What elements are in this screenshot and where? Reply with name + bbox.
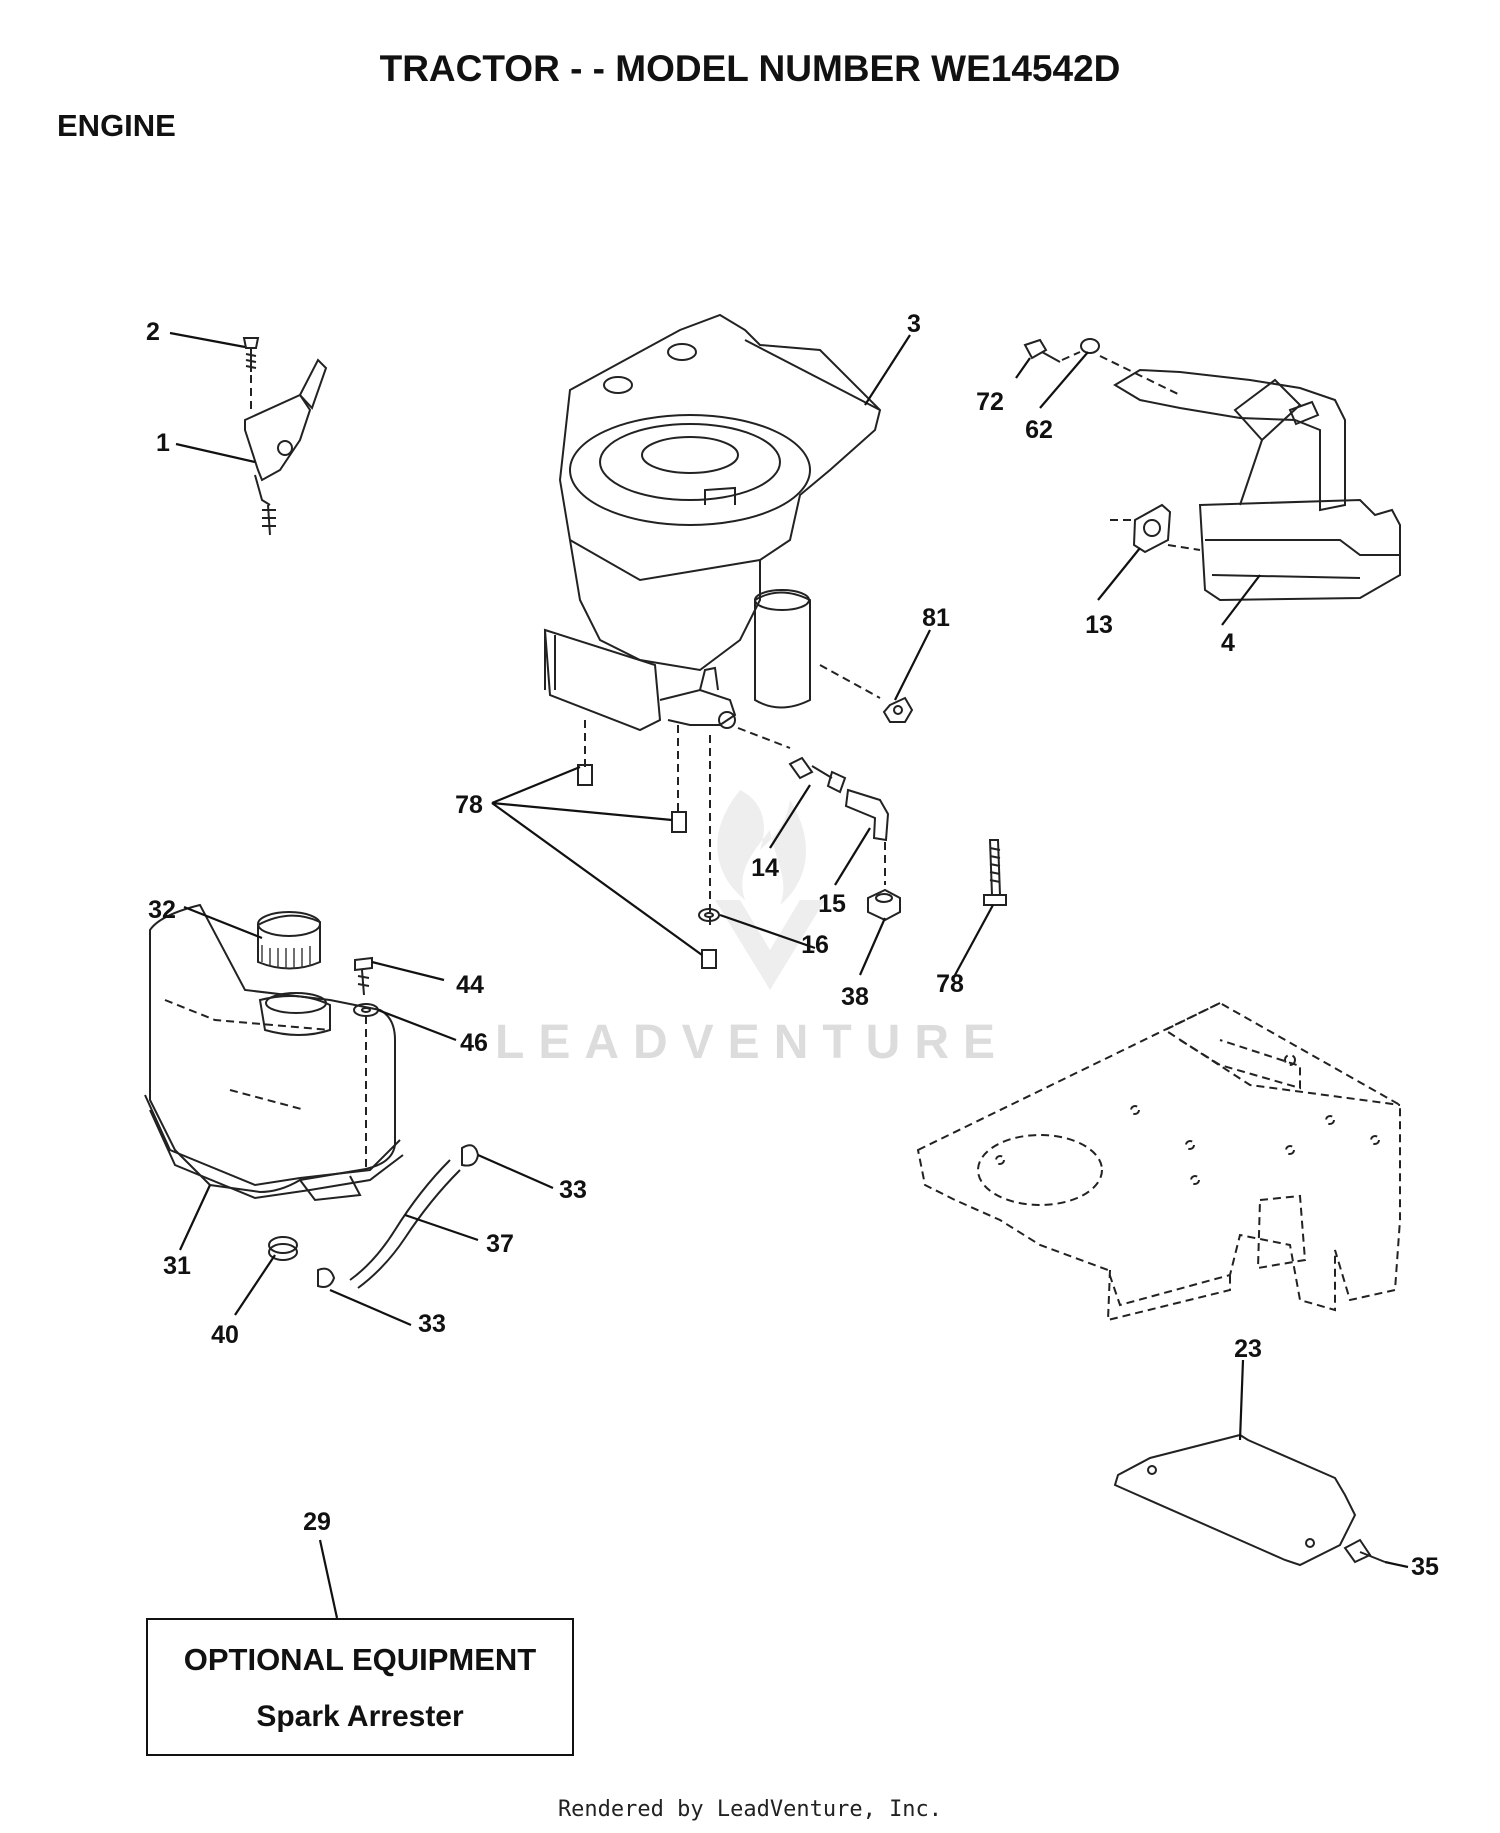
elbow-15-part (844, 788, 890, 885)
page-title: TRACTOR - - MODEL NUMBER WE14542D (379, 48, 1121, 89)
fuel-tank-part (144, 903, 404, 1202)
callout-44: 44 (456, 971, 484, 999)
callout-4: 4 (1221, 629, 1235, 657)
optional-equipment-box: OPTIONAL EQUIPMENT Spark Arrester (146, 1618, 574, 1756)
gasket-part (1132, 503, 1172, 554)
callout-33-b: 33 (418, 1310, 446, 1338)
optional-equipment-item: Spark Arrester (256, 1700, 464, 1733)
callout-labels: 2 1 3 72 62 13 4 81 78 14 15 16 38 78 32… (146, 310, 1439, 1581)
callout-38: 38 (841, 983, 869, 1011)
callout-46: 46 (460, 1029, 488, 1057)
clamp-33b-part (317, 1267, 336, 1288)
bolts-78a-part (577, 764, 717, 969)
screw-44-part (354, 956, 373, 996)
muffler-dash-lines (1061, 351, 1201, 551)
callout-62: 62 (1025, 416, 1053, 444)
callout-29: 29 (303, 1508, 331, 1536)
leader-lines (169, 331, 1409, 1619)
bolt-72-part (1023, 338, 1061, 363)
callout-16: 16 (801, 931, 829, 959)
watermark-logo (715, 790, 825, 990)
callout-81: 81 (922, 604, 950, 632)
callout-23: 23 (1234, 1335, 1262, 1363)
callout-15: 15 (818, 890, 846, 918)
callout-2: 2 (146, 318, 160, 346)
callout-32: 32 (148, 896, 176, 924)
optional-equipment-title: OPTIONAL EQUIPMENT (183, 1642, 537, 1677)
callout-13: 13 (1085, 611, 1113, 639)
fuel-cap-part (257, 911, 321, 970)
render-credit: Rendered by LeadVenture, Inc. (557, 1797, 943, 1822)
frame-part (916, 1001, 1401, 1322)
washer-16-part (698, 908, 720, 922)
callout-3: 3 (907, 310, 921, 338)
callout-78-b: 78 (936, 970, 964, 998)
callout-14: 14 (751, 854, 779, 882)
callout-40: 40 (211, 1321, 239, 1349)
section-heading: ENGINE (57, 108, 176, 143)
engine-part (543, 313, 882, 732)
bracket-23-part (1113, 1433, 1357, 1567)
clamp-33a-part (461, 1144, 480, 1167)
callout-33-a: 33 (559, 1176, 587, 1204)
fitting-14-part (788, 756, 847, 794)
screw-35-part (1343, 1538, 1386, 1564)
washer-62-part (1080, 338, 1100, 354)
bolt-78b-part (983, 839, 1007, 906)
washer-46-part (353, 1003, 379, 1017)
nut-81-part (882, 696, 914, 723)
callout-31: 31 (163, 1252, 191, 1280)
callout-1: 1 (156, 429, 170, 457)
grommet-40-part (268, 1236, 298, 1261)
watermark-text: LEADVENTURE (495, 1016, 1009, 1069)
throttle-control-part (244, 358, 328, 536)
callout-78-a: 78 (455, 791, 483, 819)
screw-part (242, 337, 260, 412)
callout-37: 37 (486, 1230, 514, 1258)
muffler-part (1113, 368, 1401, 602)
engine-dash-lines (584, 664, 881, 930)
callout-35: 35 (1411, 1553, 1439, 1581)
fuel-line-37-part (349, 1016, 461, 1289)
callout-72: 72 (976, 388, 1004, 416)
nut-38-part (867, 888, 901, 922)
